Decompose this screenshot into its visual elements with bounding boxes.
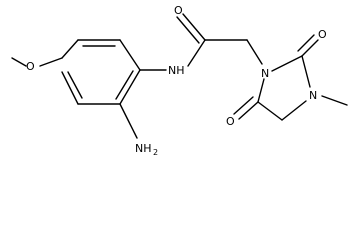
bond-nh-carbonyl bbox=[187, 39, 206, 67]
atom-label-ring-n3: N bbox=[309, 89, 317, 102]
atom-label-o-methoxy: O bbox=[26, 60, 35, 73]
bond-ch2-n1 bbox=[246, 39, 263, 65]
atom-label-nh2-subscript: 2 bbox=[153, 148, 158, 157]
atom-label-amide-nh: NH bbox=[168, 64, 185, 77]
bond-carbonyl-o-1 bbox=[182, 13, 206, 41]
atom-label-nh2: NH bbox=[135, 142, 152, 155]
bond-ring-6 bbox=[61, 71, 79, 105]
atom-label-ring-o-top: O bbox=[318, 28, 327, 41]
bond-c2-o-1 bbox=[301, 39, 319, 57]
bond-ring-3 bbox=[119, 39, 141, 71]
bond-n3-methyl bbox=[321, 95, 348, 106]
bond-n1-c2 bbox=[271, 55, 303, 72]
bond-c4-c5 bbox=[257, 101, 283, 121]
atom-label-ring-n1: N bbox=[261, 67, 269, 80]
atom-label-ring-o-bottom: O bbox=[226, 115, 235, 128]
bond-c2-o-2 bbox=[297, 34, 315, 52]
bond-ring-4 bbox=[119, 69, 141, 105]
bond-n3-c4 bbox=[281, 100, 307, 121]
bond-ring-6-inner bbox=[67, 71, 83, 99]
bond-methyl-o bbox=[11, 57, 27, 67]
bond-c5-n1 bbox=[257, 78, 265, 103]
bond-ring-1 bbox=[61, 39, 79, 59]
bond-ring-4-inner bbox=[115, 70, 134, 100]
bond-c2-n3 bbox=[301, 55, 311, 88]
bond-c5-o-2 bbox=[233, 96, 254, 115]
chemical-structure: O NH 2 NH O N O N O bbox=[11, 4, 348, 157]
atom-label-amide-o: O bbox=[174, 4, 183, 17]
bond-c5-o-1 bbox=[238, 101, 259, 120]
bond-ring-nh2 bbox=[119, 103, 138, 139]
bond-o-ring bbox=[39, 57, 63, 67]
bond-carbonyl-o-2 bbox=[176, 16, 200, 44]
